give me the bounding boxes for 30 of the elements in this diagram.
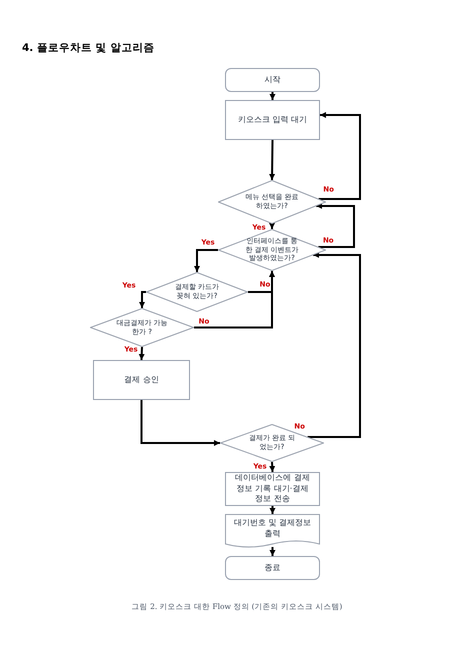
document-shape	[225, 514, 320, 547]
process-box	[225, 472, 320, 506]
terminal-shape	[225, 68, 320, 92]
node-text: 키오스크 입력 대기	[236, 114, 308, 126]
arrow	[138, 346, 145, 360]
terminal-shape	[225, 556, 320, 580]
node-text: 데이터베이스에 결제정보 기록 대기·결제정보 전송	[234, 473, 311, 505]
node-text: 종료	[264, 562, 282, 574]
decision-diamond	[146, 272, 248, 312]
arrow	[139, 291, 146, 308]
arrow	[269, 223, 275, 229]
arrow	[194, 271, 275, 328]
arrow	[318, 112, 361, 200]
decision-diamond	[90, 308, 194, 347]
process-box	[93, 360, 190, 400]
decision-diamond	[220, 424, 324, 462]
node-text: 대기번호 및 결제정보 출력	[232, 518, 312, 539]
arrow	[194, 249, 218, 272]
arrow	[270, 547, 276, 556]
arrow	[140, 400, 220, 446]
section-heading: 4. 플로우차트 및 알고리즘	[22, 41, 154, 56]
node-text: 결제 승인	[123, 374, 160, 386]
arrow	[308, 252, 361, 438]
process-box	[225, 100, 320, 140]
arrow	[269, 140, 276, 180]
arrow	[270, 506, 276, 514]
arrow	[269, 462, 276, 472]
arrow	[270, 92, 276, 100]
arrow	[316, 203, 355, 248]
node-text: 시작	[264, 74, 282, 86]
